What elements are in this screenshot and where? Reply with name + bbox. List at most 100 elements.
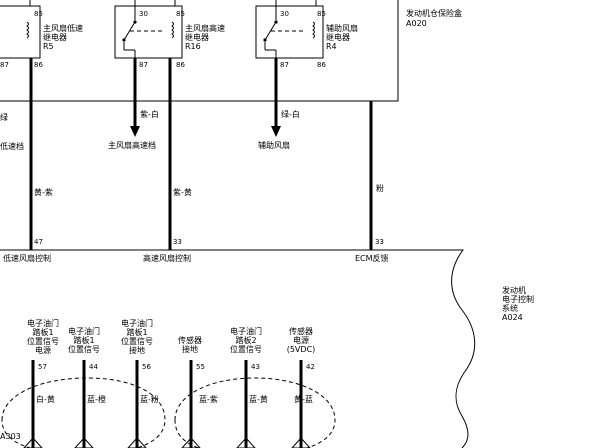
relay-r16-pin-86: 86 xyxy=(176,61,185,69)
ecm-label-high-speed: 高速风扇控制 xyxy=(143,253,191,263)
sensor-pin-6: 传感器 电源 (5VDC) xyxy=(287,326,316,354)
output-wire-color-1: 紫-白 xyxy=(140,109,159,119)
sensor-wire-color-5: 蓝-黄 xyxy=(249,394,268,404)
svg-text:位置信号: 位置信号 xyxy=(27,336,59,346)
relay-r4-name: 辅助风扇 xyxy=(326,23,358,33)
ecm-outline xyxy=(0,249,476,448)
relay-r4-pin-30: 30 xyxy=(280,10,289,18)
ecm-pin-47: 47 xyxy=(34,238,43,246)
relay-r16-pin-30: 30 xyxy=(139,10,148,18)
relay-r4-pin-87: 87 xyxy=(280,61,289,69)
svg-text:接地: 接地 xyxy=(182,344,198,354)
svg-text:位置信号: 位置信号 xyxy=(230,344,262,354)
svg-text:电子油门: 电子油门 xyxy=(68,326,100,336)
svg-text:踏板1: 踏板1 xyxy=(73,335,94,345)
sensor-pin-2: 电子油门 踏板1 位置信号 xyxy=(68,326,100,354)
sensor-pin-4: 传感器 接地 xyxy=(178,335,202,354)
ecm-pin-33a: 33 xyxy=(173,238,182,246)
sensor-pin-1: 电子油门 踏板1 位置信号 电源 xyxy=(27,318,59,355)
svg-text:电子油门: 电子油门 xyxy=(121,318,153,328)
sensor-wire-color-1: 白-黄 xyxy=(36,394,55,404)
left-low-speed-label: 低速档 xyxy=(0,141,24,151)
svg-text:电子油门: 电子油门 xyxy=(27,318,59,328)
relay-r4-name2: 继电器 xyxy=(326,32,350,42)
relay-r5-pin-86: 86 xyxy=(34,61,43,69)
control-wire-color-1: 黄-紫 xyxy=(34,187,53,197)
svg-text:传感器: 传感器 xyxy=(178,335,202,345)
relay-r4-pin-85: 85 xyxy=(317,10,326,18)
relay-r4-code: R4 xyxy=(326,42,337,51)
svg-text:踏板2: 踏板2 xyxy=(235,335,256,345)
sensor-pin-num-56: 56 xyxy=(142,363,151,371)
relay-r5-coil xyxy=(26,21,29,39)
sensor-pin-num-42: 42 xyxy=(306,363,315,371)
relay-r4-coil xyxy=(312,21,315,39)
ecm-title-2: 电子控制 xyxy=(502,294,534,304)
sensor-pin-num-44: 44 xyxy=(89,363,98,371)
output-wire-color-2: 绿-白 xyxy=(281,109,300,119)
svg-text:(5VDC): (5VDC) xyxy=(287,345,316,354)
sensor-pin-5: 电子油门 踏板2 位置信号 xyxy=(230,326,262,354)
svg-text:传感器: 传感器 xyxy=(289,326,313,336)
relay-r16-name: 主风扇高速 xyxy=(185,23,225,33)
control-wire-color-3: 粉 xyxy=(376,183,384,193)
terminal-6 xyxy=(291,437,311,448)
ecm-title-3: 系统 xyxy=(502,303,518,313)
arrow-aux-fan xyxy=(271,126,281,137)
output-dest-1: 主风扇高速档 xyxy=(108,140,156,150)
svg-text:踏板1: 踏板1 xyxy=(32,327,53,337)
relay-r16-name2: 继电器 xyxy=(185,32,209,42)
relay-r16-code: R16 xyxy=(185,42,201,51)
relay-r4-switch xyxy=(263,6,303,58)
fuse-box-title: 发动机仓保险盒 xyxy=(406,8,462,18)
ecm-label-low-speed: 低速风扇控制 xyxy=(3,253,51,263)
relay-r4-pin-86: 86 xyxy=(317,61,326,69)
relay-r4-box xyxy=(255,5,324,59)
shield-left xyxy=(1,377,166,448)
terminal-5 xyxy=(236,437,256,448)
control-wire-color-2: 紫-黄 xyxy=(173,187,192,197)
relay-r16-pin-85: 85 xyxy=(176,10,185,18)
sensor-pin-num-57: 57 xyxy=(38,363,47,371)
relay-r5-box xyxy=(0,5,41,59)
ecm-title-1: 发动机 xyxy=(502,285,526,295)
terminal-1 xyxy=(23,437,43,448)
svg-text:位置信号: 位置信号 xyxy=(68,344,100,354)
sensor-pin-3: 电子油门 踏板1 位置信号 接地 xyxy=(121,318,153,355)
relay-r5-pin-87: 87 xyxy=(0,61,9,69)
relay-r5-pin-85: 85 xyxy=(34,10,43,18)
sensor-pin-num-55: 55 xyxy=(196,363,205,371)
output-dest-2: 辅助风扇 xyxy=(258,140,290,150)
relay-r5-name: 主风扇低速 xyxy=(43,23,83,33)
sensor-wire-color-2: 蓝-橙 xyxy=(87,394,106,404)
sensor-wire-color-4: 蓝-紫 xyxy=(199,394,218,404)
svg-text:电源: 电源 xyxy=(293,335,309,345)
svg-text:踏板1: 踏板1 xyxy=(126,327,147,337)
arrow-main-fan-high xyxy=(130,126,140,137)
relay-r5: 85 87 86 主风扇低速 继电器 R5 xyxy=(0,0,83,69)
relay-r16-pin-87: 87 xyxy=(139,61,148,69)
svg-text:位置信号: 位置信号 xyxy=(121,336,153,346)
svg-text:接地: 接地 xyxy=(129,345,145,355)
fuse-box-outline xyxy=(0,0,399,102)
connector-terminals xyxy=(23,437,311,448)
terminal-3 xyxy=(127,437,147,448)
relay-r4: 30 85 87 86 辅助风扇 继电器 R4 xyxy=(255,0,358,69)
connector-code: A303 xyxy=(0,432,21,441)
relay-r16-box xyxy=(114,5,183,59)
relay-r5-name2: 继电器 xyxy=(43,32,67,42)
terminal-2 xyxy=(74,437,94,448)
ecm-code: A024 xyxy=(502,313,523,322)
terminal-4 xyxy=(181,437,201,448)
sensor-wire-color-3: 蓝-粉 xyxy=(140,394,159,404)
fuse-box-code: A020 xyxy=(406,19,427,28)
sensor-wire-color-6: 黄-蓝 xyxy=(294,394,313,404)
svg-text:电子油门: 电子油门 xyxy=(230,326,262,336)
relay-r16-coil xyxy=(171,21,174,39)
sensor-pin-num-43: 43 xyxy=(251,363,260,371)
left-wire-green-label: 绿 xyxy=(0,113,8,122)
ecm-pin-33b: 33 xyxy=(375,238,384,246)
shield-right xyxy=(174,377,336,448)
relay-r16-switch xyxy=(122,6,162,58)
